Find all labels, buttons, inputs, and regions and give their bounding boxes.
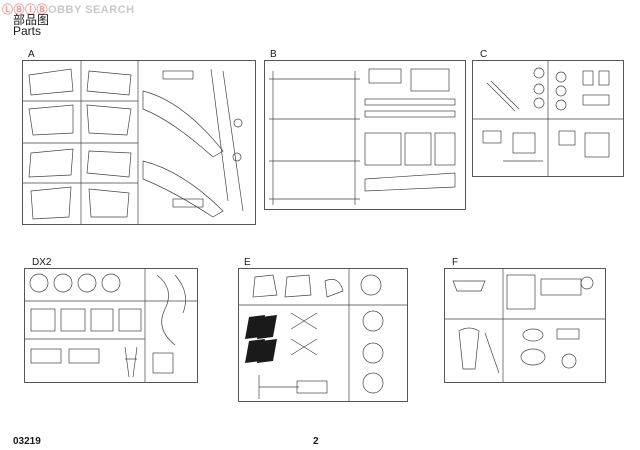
sprue-drawing-f bbox=[445, 269, 605, 382]
product-code: 03219 bbox=[13, 436, 41, 447]
page-number: 2 bbox=[313, 436, 319, 447]
sprue-frame-a bbox=[22, 60, 256, 225]
sprue-frame-dx2 bbox=[24, 268, 198, 383]
sprue-frame-f bbox=[444, 268, 606, 383]
sprue-drawing-b bbox=[269, 68, 456, 205]
sprue-label-c: C bbox=[480, 49, 488, 60]
sprue-frame-c bbox=[472, 60, 624, 177]
page-title-chinese: 部品图 bbox=[13, 13, 50, 27]
sprue-label-b: B bbox=[270, 49, 277, 60]
sprue-drawing-a bbox=[23, 61, 244, 224]
page-title-english: Parts bbox=[13, 24, 42, 38]
sprue-label-a: A bbox=[28, 49, 35, 60]
sprue-label-f: F bbox=[452, 257, 459, 268]
sprue-label-dx2: DX2 bbox=[32, 257, 52, 268]
sprue-drawing-dx2 bbox=[25, 269, 197, 382]
sprue-frame-e bbox=[238, 268, 408, 402]
watermark-logo-mark: ⓁⒷⒾⒷ bbox=[2, 4, 48, 16]
sprue-frame-b bbox=[264, 60, 466, 210]
sprue-label-e: E bbox=[244, 257, 251, 268]
sprue-drawing-e bbox=[239, 269, 407, 401]
sprue-drawing-c bbox=[473, 61, 623, 176]
watermark-logo: ⓁⒷⒾⒷOBBY SEARCH bbox=[2, 1, 135, 17]
watermark-logo-text: OBBY SEARCH bbox=[48, 4, 135, 16]
